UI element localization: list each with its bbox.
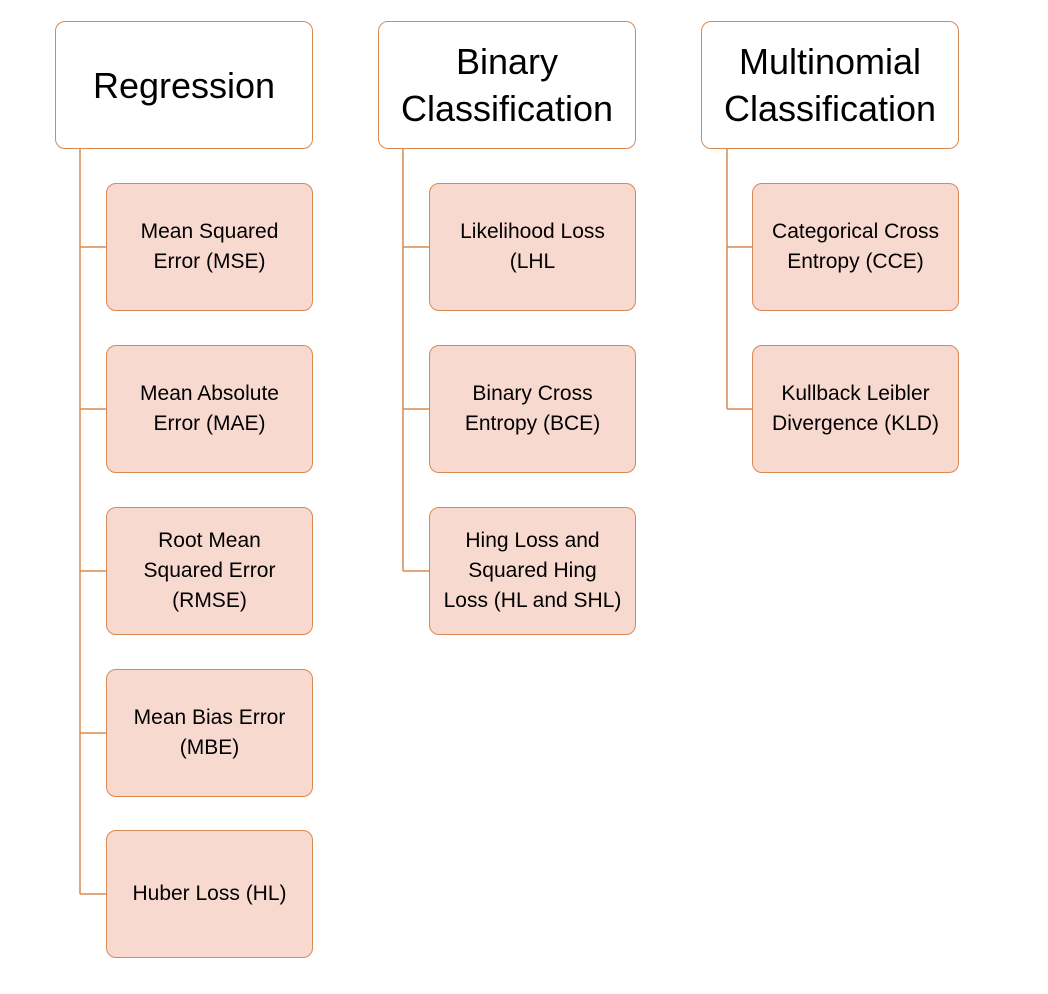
hinge-loss-node: Hing Loss and Squared Hing Loss (HL and … <box>429 507 636 635</box>
huber-loss-node: Huber Loss (HL) <box>106 830 313 958</box>
binary-classification-header: Binary Classification <box>378 21 636 149</box>
kullback-leibler-divergence-node: Kullback Leibler Divergence (KLD) <box>752 345 959 473</box>
regression-header: Regression <box>55 21 313 149</box>
mbe-node: Mean Bias Error (MBE) <box>106 669 313 797</box>
mse-node: Mean Squared Error (MSE) <box>106 183 313 311</box>
likelihood-loss-node: Likelihood Loss (LHL <box>429 183 636 311</box>
mae-node: Mean Absolute Error (MAE) <box>106 345 313 473</box>
categorical-cross-entropy-node: Categorical Cross Entropy (CCE) <box>752 183 959 311</box>
multinomial-classification-header: Multinomial Classification <box>701 21 959 149</box>
rmse-node: Root Mean Squared Error (RMSE) <box>106 507 313 635</box>
binary-cross-entropy-node: Binary Cross Entropy (BCE) <box>429 345 636 473</box>
